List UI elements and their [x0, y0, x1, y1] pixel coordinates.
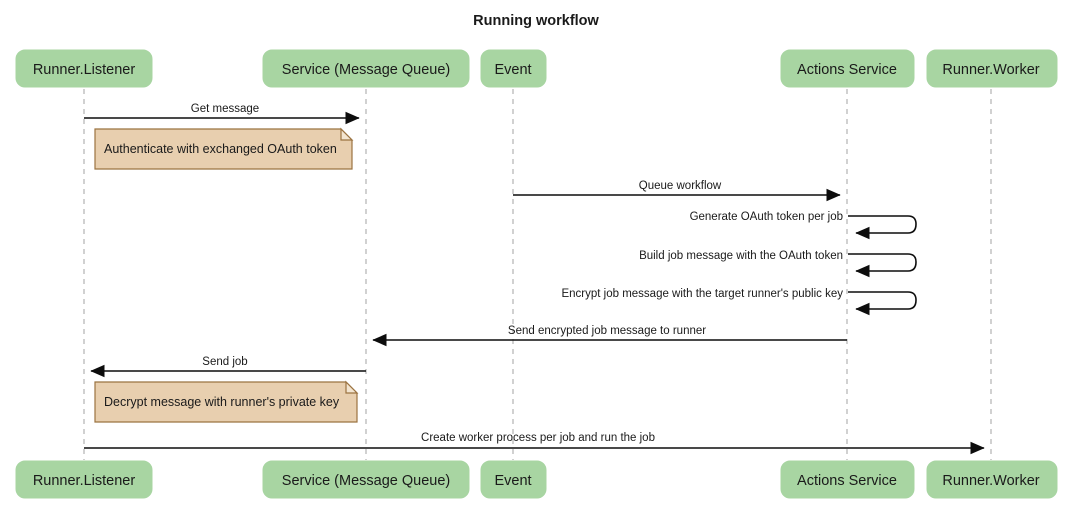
participant-event-bottom[interactable]: Event [480, 460, 547, 499]
participant-box[interactable] [780, 460, 915, 499]
participant-box[interactable] [926, 460, 1058, 499]
participant-label: Service (Message Queue) [282, 473, 450, 489]
message-label: Queue workflow [639, 180, 722, 192]
participant-label: Runner.Listener [33, 473, 136, 489]
participant-box[interactable] [480, 49, 547, 88]
participant-label: Runner.Worker [942, 62, 1039, 78]
note-authenticate-oauth: Authenticate with exchanged OAuth token [94, 127, 354, 170]
note-fold-corner [340, 127, 354, 141]
message-self-loop [848, 253, 917, 278]
participant-label: Runner.Listener [33, 62, 136, 78]
participants-top: Runner.Listener Service (Message Queue) … [15, 49, 1058, 88]
message-self-loop [848, 215, 917, 240]
message-create-worker-process[interactable]: Create worker process per job and run th… [84, 432, 985, 455]
message-label: Send encrypted job message to runner [508, 325, 706, 337]
participant-box[interactable] [262, 460, 470, 499]
participants-bottom: Runner.Listener Service (Message Queue) … [15, 460, 1058, 499]
participant-box[interactable] [926, 49, 1058, 88]
message-label: Encrypt job message with the target runn… [561, 288, 843, 300]
note-decrypt-private-key: Decrypt message with runner's private ke… [94, 380, 359, 423]
participant-actions-service-bottom[interactable]: Actions Service [780, 460, 915, 499]
participant-runner-listener-bottom[interactable]: Runner.Listener [15, 460, 153, 499]
message-label: Build job message with the OAuth token [639, 250, 843, 262]
participant-label: Actions Service [797, 473, 897, 489]
note-body [94, 381, 358, 423]
message-label: Get message [191, 103, 259, 115]
note-body [94, 128, 353, 170]
message-send-job[interactable]: Send job [90, 356, 366, 378]
message-queue-workflow[interactable]: Queue workflow [513, 180, 841, 202]
message-label: Send job [202, 356, 247, 368]
participant-label: Service (Message Queue) [282, 62, 450, 78]
participant-actions-service-top[interactable]: Actions Service [780, 49, 915, 88]
participant-service-message-queue-top[interactable]: Service (Message Queue) [262, 49, 470, 88]
page-title: Running workflow [473, 13, 599, 29]
participant-label: Event [494, 473, 531, 489]
message-send-encrypted-job-message[interactable]: Send encrypted job message to runner [372, 325, 847, 347]
message-label: Create worker process per job and run th… [421, 432, 655, 444]
message-generate-oauth-token[interactable]: Generate OAuth token per job [690, 211, 917, 240]
participant-label: Runner.Worker [942, 473, 1039, 489]
message-label: Generate OAuth token per job [690, 211, 843, 223]
participant-box[interactable] [262, 49, 470, 88]
participant-label: Event [494, 62, 531, 78]
participant-runner-listener-top[interactable]: Runner.Listener [15, 49, 153, 88]
participant-box[interactable] [480, 460, 547, 499]
note-fold-corner [345, 380, 359, 394]
lifelines-group [83, 89, 992, 460]
participant-runner-worker-bottom[interactable]: Runner.Worker [926, 460, 1058, 499]
participant-service-message-queue-bottom[interactable]: Service (Message Queue) [262, 460, 470, 499]
note-text: Decrypt message with runner's private ke… [104, 395, 340, 409]
participant-event-top[interactable]: Event [480, 49, 547, 88]
message-get-message[interactable]: Get message [84, 103, 360, 125]
participant-box[interactable] [15, 460, 153, 499]
message-build-job-message[interactable]: Build job message with the OAuth token [639, 250, 917, 278]
participant-runner-worker-top[interactable]: Runner.Worker [926, 49, 1058, 88]
message-encrypt-job-message[interactable]: Encrypt job message with the target runn… [561, 288, 917, 316]
message-self-loop [848, 291, 917, 316]
note-text: Authenticate with exchanged OAuth token [104, 142, 337, 156]
participant-box[interactable] [15, 49, 153, 88]
participant-box[interactable] [780, 49, 915, 88]
participant-label: Actions Service [797, 62, 897, 78]
